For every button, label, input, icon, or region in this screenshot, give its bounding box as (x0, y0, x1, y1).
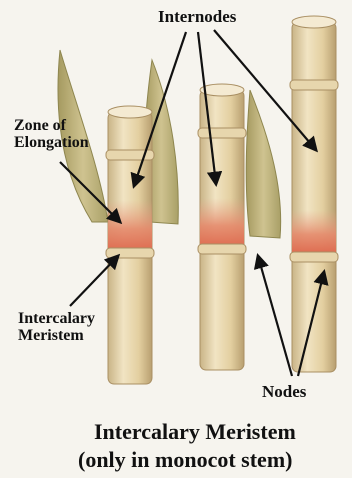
intercalary-label-line1: Intercalary (18, 311, 95, 328)
leaf-3 (246, 90, 280, 238)
nodes-label: Nodes (262, 383, 306, 401)
zone-label-line2: Elongation (14, 135, 89, 152)
node-ring-2a (198, 128, 246, 138)
node-ring-3b (290, 252, 338, 262)
node-ring-3a (290, 80, 338, 90)
caption-line1: Intercalary Meristem (94, 420, 296, 443)
intercalary-meristem-label: Intercalary Meristem (18, 311, 95, 345)
meristem-zone-2 (200, 198, 244, 248)
meristem-zone-1 (108, 200, 152, 252)
annotation-arrows (60, 30, 324, 376)
zone-label-line1: Zone of (14, 118, 89, 135)
meristem-zone-3 (292, 210, 336, 254)
intercalary-label-line2: Meristem (18, 328, 95, 345)
stem-3 (290, 16, 338, 372)
caption-line2: (only in monocot stem) (78, 448, 292, 471)
arrow-nodes-1 (258, 256, 292, 376)
zone-of-elongation-label: Zone of Elongation (14, 118, 89, 152)
node-ring-1b (106, 248, 154, 258)
internodes-label: Internodes (158, 8, 236, 26)
node-ring-2b (198, 244, 246, 254)
stem-2 (198, 84, 246, 370)
